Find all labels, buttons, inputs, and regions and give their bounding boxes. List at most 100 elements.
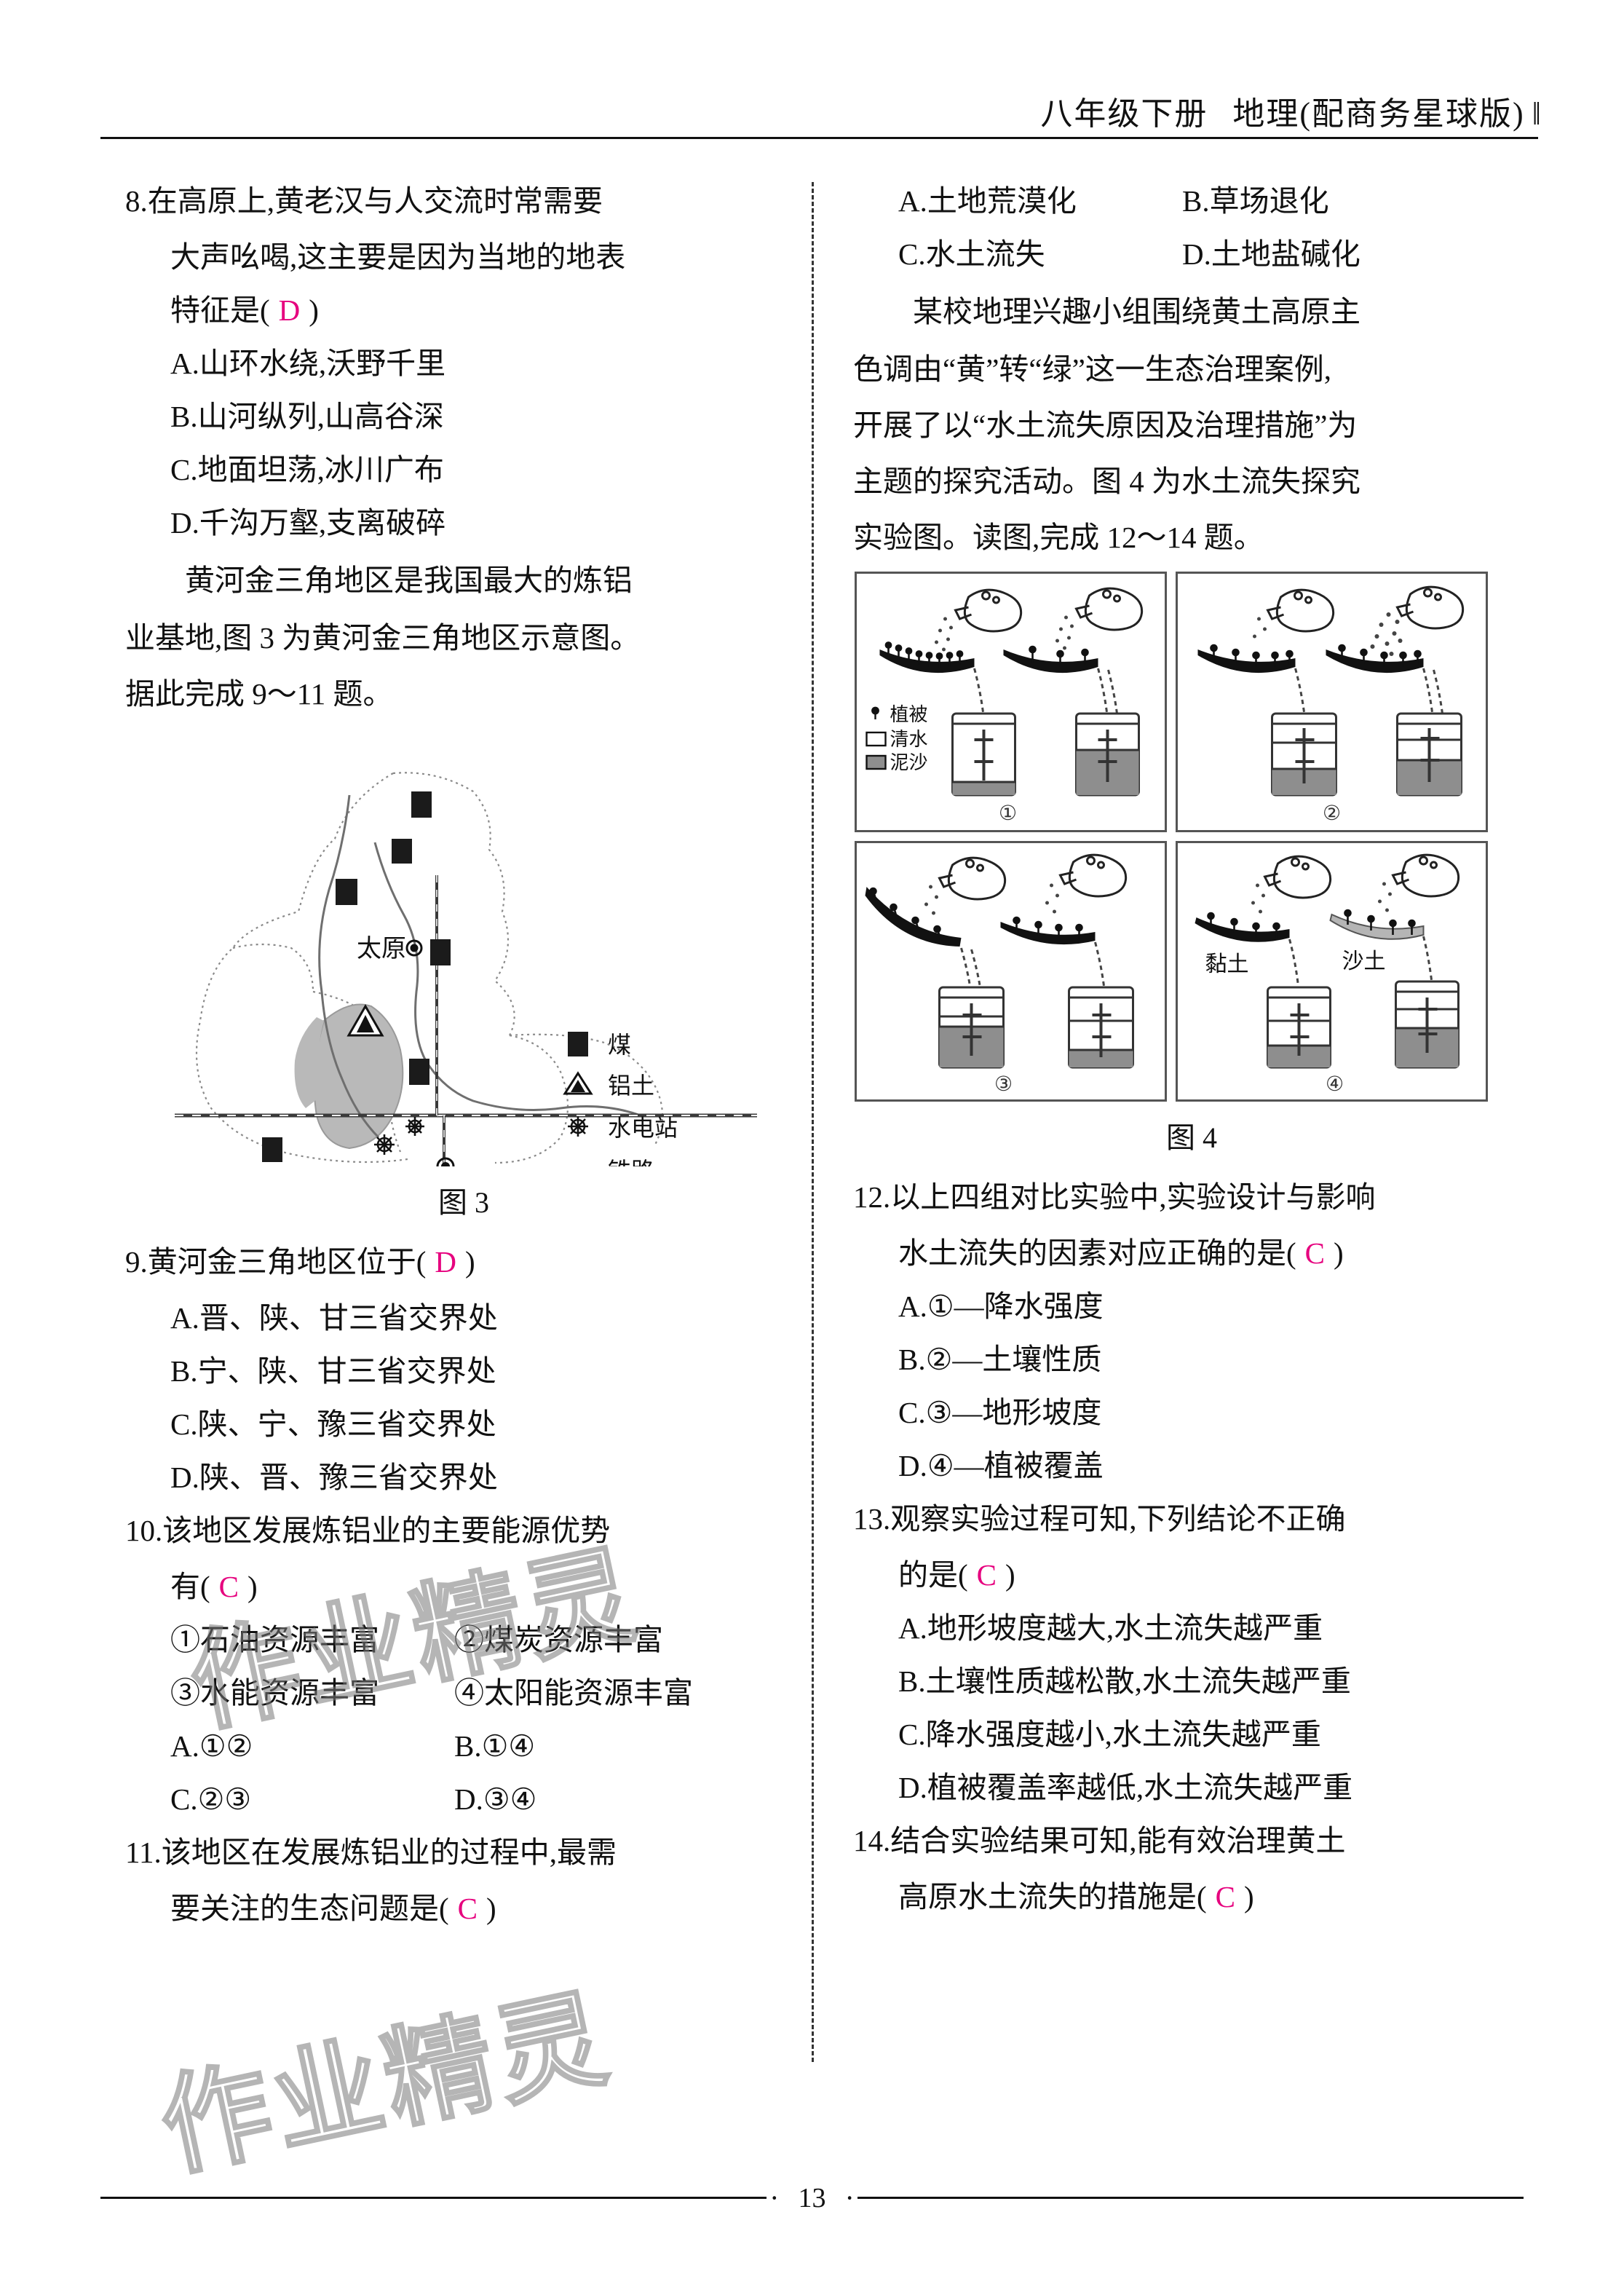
question-11-option-b[interactable]: B.草场退化 — [1182, 184, 1329, 218]
passage-2-line2: 色调由“黄”转“绿”这一生态治理案例, — [853, 352, 1332, 386]
question-12-stem-line2-pre: 水土流失的因素对应正确的是( — [898, 1236, 1296, 1270]
question-12-option-c[interactable]: C.③—地形坡度 — [898, 1395, 1102, 1429]
experiment-panel-3: ③ — [855, 840, 1167, 1102]
vegetation-dense-icon — [884, 641, 964, 668]
question-10-option-a[interactable]: A.①② — [170, 1729, 253, 1763]
question-12-answer-line: 水土流失的因素对应正确的是(C) — [853, 1227, 1530, 1280]
experiment-panel-2: ② — [1176, 571, 1488, 832]
figure-4-legend: 植被 清水 泥沙 — [866, 704, 928, 773]
question-10-stem-line2-post: ) — [247, 1569, 258, 1603]
question-12-answer: C — [1304, 1236, 1326, 1270]
question-12-stem: 12.以上四组对比实验中,实验设计与影响 — [853, 1180, 1376, 1214]
question-10-options-row-2: C.②③ D.③④ — [125, 1773, 802, 1826]
soil-tray-sand — [1329, 913, 1425, 940]
question-9-stem: 9.黄河金三角地区位于(D) — [125, 1236, 802, 1289]
experiment-panel-3-svg: ③ — [865, 853, 1134, 1096]
question-13-stem-line2-post: ) — [1005, 1557, 1015, 1592]
question-11-option-a[interactable]: A.土地荒漠化 — [898, 184, 1077, 218]
coal-deposit-markers — [262, 791, 451, 1162]
vegetation-icon-sand — [1344, 909, 1416, 935]
watermark-2: 作业精灵 — [149, 1975, 621, 2191]
soil-tray-gentle — [1000, 921, 1096, 944]
figure-3-map: 太原 西安 郑州 煤 铝土 水电站 铁 — [131, 730, 786, 1166]
question-9-option-a[interactable]: A.晋、陕、甘三省交界处 — [170, 1300, 498, 1335]
soil-tray-clay — [1195, 917, 1290, 942]
province-boundaries — [195, 771, 664, 1164]
page-header: 八年级下册 地理(配商务星球版) ‖ — [1040, 87, 1542, 134]
question-9-answer: D — [435, 1244, 457, 1279]
passage-1-line1: 黄河金三角地区是我国最大的炼铝 — [185, 563, 633, 597]
railway-lines — [175, 874, 757, 1166]
question-8-option-b[interactable]: B.山河纵列,山高谷深 — [170, 399, 444, 433]
passage-2-line5: 实验图。读图,完成 12～14 题。 — [853, 520, 1264, 554]
question-13-option-d[interactable]: D.植被覆盖率越低,水土流失越严重 — [898, 1770, 1353, 1804]
question-10-option-d[interactable]: D.③④ — [454, 1782, 537, 1816]
footer-dot-left: · — [769, 2181, 780, 2214]
header-subject: 地理(配商务星球版) — [1232, 96, 1525, 132]
question-11-stem-line2-pre: 要关注的生态问题是( — [170, 1891, 449, 1925]
legend-label-clearwater: 清水 — [890, 729, 928, 750]
figure-3-caption: 图 3 — [438, 1185, 489, 1219]
question-10-option-b[interactable]: B.①④ — [454, 1729, 536, 1763]
vegetation-icon-steep — [869, 887, 942, 941]
legend-clearwater-icon — [866, 731, 887, 746]
question-14-stem-line2-pre: 高原水土流失的措施是( — [898, 1879, 1207, 1913]
footer-rule-left — [100, 2197, 767, 2199]
question-8-option-d[interactable]: D.千沟万壑,支离破碎 — [170, 505, 446, 540]
beaker-gentle-result — [1068, 986, 1134, 1069]
question-12-option-b[interactable]: B.②—土壤性质 — [898, 1342, 1102, 1376]
question-13-option-c[interactable]: C.降水强度越小,水土流失越严重 — [898, 1717, 1321, 1751]
watering-can-icon-2 — [1074, 587, 1144, 631]
passage-2: 某校地理兴趣小组围绕黄土高原主 色调由“黄”转“绿”这一生态治理案例, 开展了以… — [853, 285, 1530, 564]
question-10-statements-row-2: ③水能资源丰富 ④太阳能资源丰富 — [125, 1667, 802, 1720]
experiment-panel-1: 植被 清水 泥沙 ① — [855, 571, 1167, 832]
question-13-stem-line2-pre: 的是( — [898, 1557, 968, 1592]
legend-hydro-icon — [568, 1115, 588, 1137]
question-8-answer: D — [278, 293, 301, 327]
question-10-statement-2: ②煤炭资源丰富 — [454, 1622, 663, 1656]
question-9-option-d[interactable]: D.陕、晋、豫三省交界处 — [170, 1460, 498, 1494]
city-markers — [405, 939, 455, 1166]
page-number: 13 — [798, 2182, 826, 2213]
question-13-option-a[interactable]: A.地形坡度越大,水土流失越严重 — [898, 1611, 1323, 1645]
question-8-stem-line1: 8.在高原上,黄老汉与人交流时常需要 — [125, 184, 603, 218]
question-14-answer: C — [1215, 1879, 1236, 1913]
question-8-option-c[interactable]: C.地面坦荡,冰川广布 — [170, 452, 444, 486]
question-12-option-d[interactable]: D.④—植被覆盖 — [898, 1448, 1104, 1482]
question-10-statement-1: ①石油资源丰富 — [170, 1622, 379, 1656]
question-11-option-c[interactable]: C.水土流失 — [898, 237, 1045, 271]
question-10-statement-3: ③水能资源丰富 — [170, 1675, 379, 1710]
question-10-option-c[interactable]: C.②③ — [170, 1782, 252, 1816]
question-12-option-a[interactable]: A.①—降水强度 — [898, 1289, 1104, 1323]
question-14-stem: 14.结合实验结果可知,能有效治理黄土 — [853, 1823, 1346, 1857]
header-rule — [100, 137, 1538, 139]
question-13-answer-line: 的是(C) — [853, 1549, 1530, 1602]
question-11-option-d[interactable]: D.土地盐碱化 — [1182, 237, 1360, 271]
question-14-stem-line2-post: ) — [1244, 1879, 1254, 1913]
passage-2-line3: 开展了以“水土流失原因及治理措施”为 — [853, 408, 1358, 442]
question-12-stem-line2-post: ) — [1334, 1236, 1344, 1270]
question-9-option-c[interactable]: C.陕、宁、豫三省交界处 — [170, 1407, 496, 1441]
legend-label-coal: 煤 — [608, 1032, 631, 1058]
beaker-2 — [1075, 712, 1140, 797]
question-13-option-b[interactable]: B.土壤性质越松散,水土流失越严重 — [898, 1664, 1351, 1698]
question-9-stem-post: ) — [465, 1244, 475, 1279]
question-10-answer: C — [218, 1569, 239, 1603]
page-footer: · 13 · — [0, 2181, 1624, 2215]
question-14-answer-line: 高原水土流失的措施是(C) — [853, 1871, 1530, 1924]
question-11: 11.该地区在发展炼铝业的过程中,最需 要关注的生态问题是(C) — [125, 1826, 802, 1935]
bauxite-inner — [357, 1014, 374, 1032]
hydro-station-markers — [374, 1116, 424, 1155]
question-9-option-b[interactable]: B.宁、陕、甘三省交界处 — [170, 1354, 496, 1388]
soil-tray-right — [1326, 649, 1424, 673]
question-10: 10.该地区发展炼铝业的主要能源优势 有(C) ①石油资源丰富 ②煤炭资源丰富 … — [125, 1504, 802, 1826]
question-13-stem: 13.观察实验过程可知,下列结论不正确 — [853, 1501, 1346, 1536]
rain-drops-light — [1253, 617, 1267, 639]
header-bars-icon: ‖ — [1532, 96, 1542, 132]
experiment-panel-1-svg: 植被 清水 泥沙 ① — [866, 587, 1144, 825]
question-10-statement-4: ④太阳能资源丰富 — [454, 1675, 693, 1710]
figure-4-experiment-grid: 植被 清水 泥沙 ① — [855, 571, 1488, 1102]
question-8-option-a[interactable]: A.山环水绕,沃野千里 — [170, 346, 446, 380]
legend-sediment-icon — [866, 754, 887, 770]
